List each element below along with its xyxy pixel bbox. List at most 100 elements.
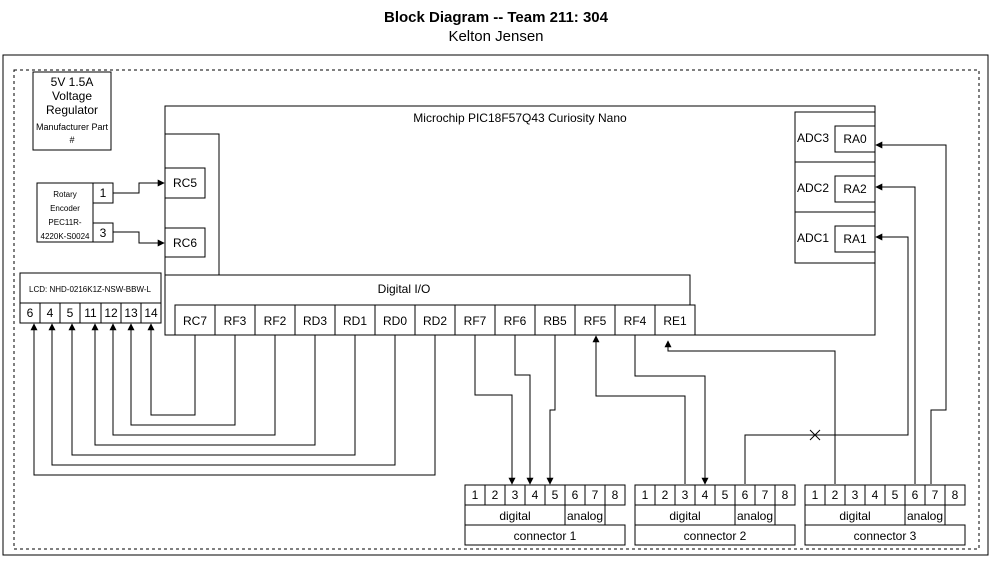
voltage-regulator-block: 5V 1.5A Voltage Regulator Manufacturer P… [32, 71, 112, 151]
digital-pin-rf5: RF5 [584, 314, 607, 328]
digital-pin-rf4: RF4 [624, 314, 647, 328]
wire-rd1-lcd5 [68, 323, 356, 456]
digital-pin-rb5-box [534, 304, 576, 336]
wire-encoder-rc5 [113, 179, 165, 194]
digital-pin-re1: RE1 [663, 314, 687, 328]
encoder-line-2: Encoder [50, 204, 80, 213]
connector-2-pin-5: 5 [722, 488, 729, 502]
wire-encoder-rc6 [113, 231, 165, 247]
connector-1-pin-8: 8 [612, 488, 619, 502]
wire-rf7-c1p3 [474, 335, 516, 485]
lcd-label: LCD: NHD-0216K1Z-NSW-BBW-L [29, 285, 152, 294]
wire-rf4-c2p4 [634, 335, 709, 485]
connector-3-pin-1: 1 [812, 488, 819, 502]
connector-2-label-box [634, 524, 796, 546]
adc-pin-ra1: RA1 [843, 232, 867, 246]
wire-rd3-lcd11 [91, 323, 316, 446]
adc-pin-ra0-box [834, 125, 876, 153]
digital-pin-rb5: RB5 [543, 314, 567, 328]
connector-1-pin-2: 2 [492, 488, 499, 502]
digital-pin-rd1: RD1 [343, 314, 367, 328]
adc-label-adc2: ADC2 [797, 181, 829, 195]
connector-3-pin-3: 3 [852, 488, 859, 502]
digital-pin-rd1-box [334, 304, 376, 336]
adc-pin-ra1-box [834, 225, 876, 253]
mcu-title: Microchip PIC18F57Q43 Curiosity Nano [413, 111, 627, 125]
connector-2-pin-6: 6 [742, 488, 749, 502]
encoder-line-3: PEC11R- [48, 218, 82, 227]
lcd-pin-14-box [140, 302, 162, 324]
rc5-pin-label: RC5 [173, 176, 197, 190]
connector-1-digital-label: digital [499, 509, 530, 523]
digital-pin-rc7-box [174, 304, 216, 336]
connector-3-pin-5: 5 [892, 488, 899, 502]
rc6-pin-box [164, 227, 206, 258]
connector-1-pin-4: 4 [532, 488, 539, 502]
connector-3-analog-label: analog [907, 509, 943, 523]
rc6-pin-label: RC6 [173, 236, 197, 250]
wire-c2p3-rf5 [592, 335, 686, 484]
connector-2-pin-1: 1 [642, 488, 649, 502]
regulator-part: Manufacturer Part [36, 122, 109, 132]
digital-pin-rf3: RF3 [224, 314, 247, 328]
regulator-line-2: Voltage [52, 89, 92, 103]
connector-1-pin-1: 1 [472, 488, 479, 502]
digital-pin-rd2-box [414, 304, 456, 336]
regulator-line-3: Regulator [46, 103, 98, 117]
lcd-pin-14: 14 [144, 306, 158, 320]
connector-1-pin-3: 3 [512, 488, 519, 502]
adc-pin-ra2-box [834, 175, 876, 203]
connector-3-pin-8: 8 [952, 488, 959, 502]
wire-cross-mark [809, 429, 821, 441]
regulator-part-hash: # [69, 135, 74, 145]
diagram-header: Block Diagram -- Team 211: 304 Kelton Je… [0, 8, 992, 46]
connector-1-analog-label: analog [567, 509, 603, 523]
adc-label-adc3: ADC3 [797, 131, 829, 145]
digital-pin-rd2: RD2 [423, 314, 447, 328]
connector-2-label: connector 2 [684, 529, 747, 543]
connector-2-pin-4: 4 [702, 488, 709, 502]
digital-pin-rf7-box [454, 304, 496, 336]
digital-pin-rd3: RD3 [303, 314, 327, 328]
lcd-pin-12: 12 [104, 306, 118, 320]
wire-rd0-lcd4 [48, 323, 396, 466]
connector-3-label: connector 3 [854, 529, 917, 543]
digital-pin-rd3-box [294, 304, 336, 336]
digital-pin-rf2: RF2 [264, 314, 287, 328]
digital-pin-rf3-box [214, 304, 256, 336]
digital-pin-rd0: RD0 [383, 314, 407, 328]
wire-rf6-c1p4 [514, 335, 534, 485]
encoder-line-4: 4220K-S0024 [41, 232, 90, 241]
digital-pin-rc7: RC7 [183, 314, 207, 328]
connector-3-pin-6: 6 [912, 488, 919, 502]
diagram-title: Block Diagram -- Team 211: 304 [384, 9, 608, 26]
connector-1-label: connector 1 [514, 529, 577, 543]
connector-2-pin-8-box [774, 484, 796, 506]
connector-3-pin-8-box [944, 484, 966, 506]
digital-pin-rd0-box [374, 304, 416, 336]
microcontroller-block: Microchip PIC18F57Q43 Curiosity Nano RC5… [164, 105, 876, 336]
outer-frame [2, 54, 989, 556]
adc-pin-ra0: RA0 [843, 132, 867, 146]
connector-2-pin-8: 8 [782, 488, 789, 502]
digital-pin-rf7: RF7 [464, 314, 487, 328]
digital-pin-rf6: RF6 [504, 314, 527, 328]
connector-2-pin-2: 2 [662, 488, 669, 502]
rotary-encoder-block: Rotary Encoder PEC11R- 4220K-S0024 1 3 [36, 182, 114, 243]
wire-rf2-lcd12 [109, 323, 276, 436]
connector-3-label-box [804, 524, 966, 546]
wiring [30, 133, 947, 485]
wire-rd2-lcd6 [30, 323, 436, 476]
digital-pin-rf6-box [494, 304, 536, 336]
connector-1-label-box [464, 524, 626, 546]
lcd-pin-11: 11 [84, 306, 97, 320]
connector-2-pin-3: 3 [682, 488, 689, 502]
connector-3-digital-label: digital [839, 509, 870, 523]
connector-2-digital-label: digital [669, 509, 700, 523]
